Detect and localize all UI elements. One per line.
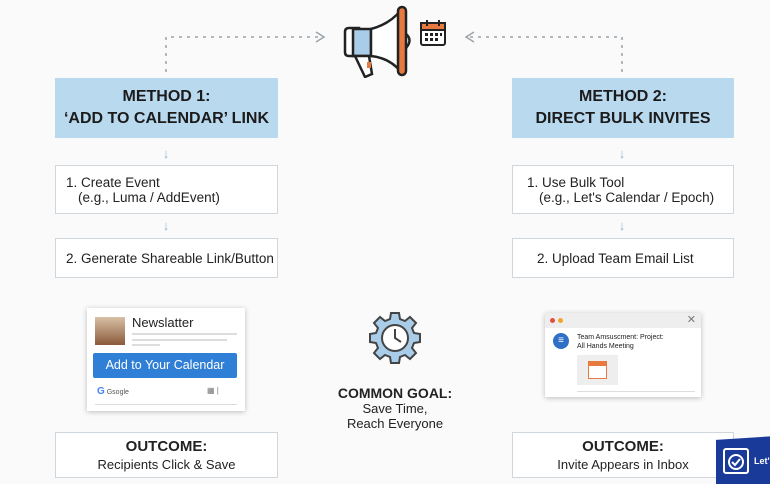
method-2-step-2: 2. Upload Team Email List	[512, 238, 734, 278]
outcome-title: OUTCOME:	[582, 438, 664, 455]
calendar-attachment-icon	[577, 355, 618, 385]
method-1-subtitle: ‘ADD TO CALENDAR’ LINK	[63, 110, 270, 127]
add-to-calendar-button[interactable]: Add to Your Calendar	[93, 353, 237, 378]
method-2-header: METHOD 2: DIRECT BULK INVITES	[512, 78, 734, 138]
common-goal-line-1: Save Time,	[362, 401, 428, 416]
method-2-step-1: 1. Use Bulk Tool (e.g., Let's Calendar /…	[512, 165, 734, 214]
method-2-subtitle: DIRECT BULK INVITES	[535, 110, 711, 127]
close-icon[interactable]: ✕	[686, 314, 696, 326]
method-2-title: METHOD 2:	[579, 88, 667, 105]
calendar-check-icon	[723, 448, 749, 474]
google-option[interactable]: G Gsogle	[97, 386, 129, 397]
gear-clock-icon	[369, 312, 421, 364]
outlook-apple-icons[interactable]: ▦ |	[207, 386, 219, 395]
inbox-window-mockup: ✕ ≡ Team Amsuscment: Project:All Hands M…	[545, 313, 701, 397]
outcome-text: Invite Appears in Inbox	[557, 457, 689, 472]
method-1-step-2: 2. Generate Shareable Link/Button	[55, 238, 278, 278]
method-1-outcome: OUTCOME: Recipients Click & Save	[55, 432, 278, 478]
outcome-text: Recipients Click & Save	[97, 457, 236, 472]
common-goal-line-2: Reach Everyone	[346, 416, 444, 431]
step-text: 1. Use Bulk Tool	[527, 174, 625, 190]
invite-text: Team Amsuscment: Project:All Hands Meeti…	[577, 334, 664, 350]
arrow-down-icon: ↓	[162, 218, 170, 233]
step-example: (e.g., Luma / AddEvent)	[78, 189, 220, 205]
common-goal: COMMON GOAL: Save Time, Reach Everyone	[310, 385, 480, 431]
calendar-icon	[420, 20, 446, 46]
window-titlebar: ✕	[545, 313, 701, 328]
step-text: 1. Create Event	[66, 174, 160, 190]
logo-text: Let's	[754, 456, 770, 466]
megaphone-icon	[343, 5, 411, 78]
newsletter-title: Newslatter	[132, 315, 194, 330]
method-1-header: METHOD 1: ‘ADD TO CALENDAR’ LINK	[55, 78, 278, 138]
method-1-title: METHOD 1:	[122, 88, 211, 105]
common-goal-title: COMMON GOAL:	[337, 385, 453, 401]
step-text: 2. Generate Shareable Link/Button	[66, 250, 274, 266]
avatar	[95, 317, 125, 345]
method-1-step-1: 1. Create Event (e.g., Luma / AddEvent)	[55, 165, 278, 214]
newsletter-mockup: Newslatter Add to Your Calendar G Gsogle…	[87, 308, 245, 411]
arrow-down-icon: ↓	[618, 218, 626, 233]
outcome-title: OUTCOME:	[125, 438, 208, 455]
method-2-outcome: OUTCOME: Invite Appears in Inbox	[512, 432, 734, 478]
step-text: 2. Upload Team Email List	[537, 250, 694, 266]
logo-badge: Let's	[716, 436, 770, 484]
step-example: (e.g., Let's Calendar / Epoch)	[539, 189, 715, 205]
arrow-down-icon: ↓	[618, 146, 626, 161]
arrow-down-icon: ↓	[162, 146, 170, 161]
menu-icon: ≡	[553, 333, 569, 349]
